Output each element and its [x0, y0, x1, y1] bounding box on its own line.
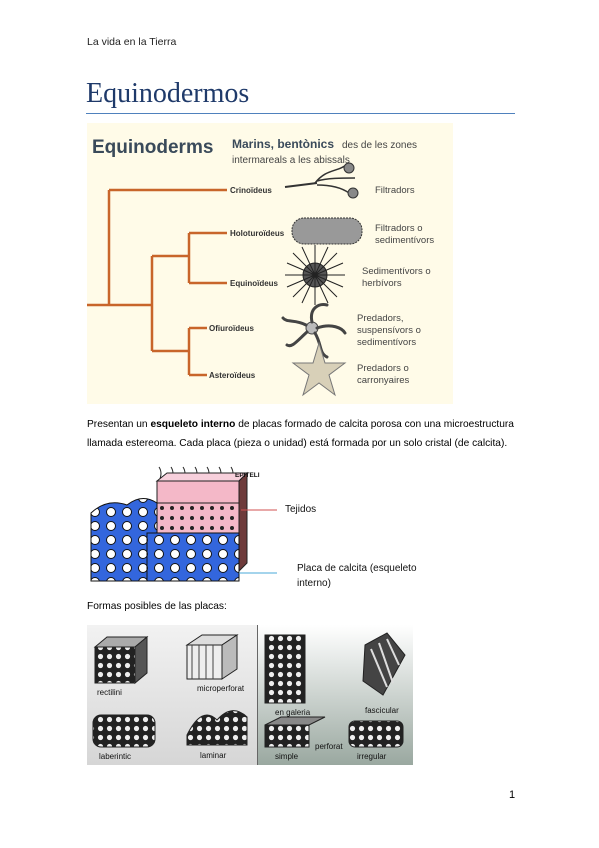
diet-2-line-2: sedimentívors [375, 235, 434, 246]
diet-5-line-1: Predadors o [357, 363, 409, 374]
fascicular-plate [362, 632, 406, 696]
sea-cucumber-illustration [291, 217, 363, 245]
sea-star-illustration [291, 341, 347, 397]
group-name-3: Equinoïdeus [230, 279, 279, 288]
irregular-plate [348, 720, 404, 748]
plate-label-microperforat: microperforat [197, 684, 245, 693]
page-header: La vida en la Tierra [87, 36, 177, 48]
skeleton-paragraph: Presentan un esqueleto interno de placas… [87, 415, 517, 453]
diet-3-line-1: Sedimentívors o [362, 266, 431, 277]
plate-label-fascicular: fascicular [365, 706, 399, 715]
habitat-bold: Marins, bentònics [232, 137, 334, 151]
paragraph-text-start: Presentan un [87, 419, 151, 430]
tejidos-label: Tejidos [285, 504, 317, 515]
rectilini-plate [94, 646, 136, 684]
calcite-plate [90, 498, 158, 582]
plate-label-en-galeria: en galeria [275, 708, 311, 717]
group-name-1: Crinoïdeus [230, 186, 272, 195]
plate-label-laberintic: laberintic [99, 752, 131, 761]
cladogram-title: Equinoderms [92, 137, 213, 158]
sea-urchin-illustration [285, 245, 345, 305]
echinoderm-cladogram: Equinoderms Marins, bentònics des de les… [87, 123, 453, 404]
brittle-star-illustration [281, 303, 347, 359]
group-name-4: Ofiuroïdeus [209, 324, 254, 333]
plate-label-perforat: perforat [315, 742, 343, 751]
group-name-2: Holoturoïdeus [230, 229, 285, 238]
paragraph-text-end: de placas formado de calcita porosa con … [87, 419, 514, 449]
paragraph-bold-term: esqueleto interno [150, 419, 236, 430]
epithelium-layer [156, 480, 240, 504]
crinoid-illustration [284, 162, 359, 199]
plate-label-irregular: irregular [357, 752, 387, 761]
diet-5-line-2: carronyaires [357, 375, 410, 386]
cladogram-branches [87, 188, 227, 377]
plate-label-rectilini: rectilini [97, 688, 122, 697]
page-number: 1 [509, 789, 516, 801]
en-galeria-plate [264, 634, 306, 704]
laberintic-plate [92, 714, 156, 748]
stereom-illustration: EPITELI [87, 463, 283, 591]
diet-4-line-3: sedimentívors [357, 337, 416, 348]
simple-plate [264, 724, 310, 748]
plate-label-simple: simple [275, 752, 299, 761]
diet-4-line-1: Predadors, [357, 313, 403, 324]
habitat-text-2: intermareals a les abissals [232, 155, 350, 166]
plate-forms-figure: rectilini microperforat laberintic lamin… [87, 625, 413, 765]
diet-1-line-1: Filtradors [375, 185, 415, 196]
group-name-5: Asteroïdeus [209, 371, 256, 380]
diet-2-line-1: Filtradors o [375, 223, 423, 234]
plate-label-laminar: laminar [200, 751, 227, 760]
diet-3-line-2: herbívors [362, 278, 402, 289]
habitat-text-1: des de les zones [342, 140, 417, 151]
epiteli-label: EPITELI [235, 472, 260, 479]
tissue-layer [156, 502, 240, 534]
diet-4-line-2: suspensívors o [357, 325, 421, 336]
laminar-plate [186, 710, 248, 746]
title-underline [86, 113, 515, 114]
page-title: Equinodermos [86, 78, 250, 109]
placa-calcita-label: Placa de calcita (esqueleto interno) [297, 563, 417, 589]
formas-label: Formas posibles de las placas: [87, 601, 227, 612]
